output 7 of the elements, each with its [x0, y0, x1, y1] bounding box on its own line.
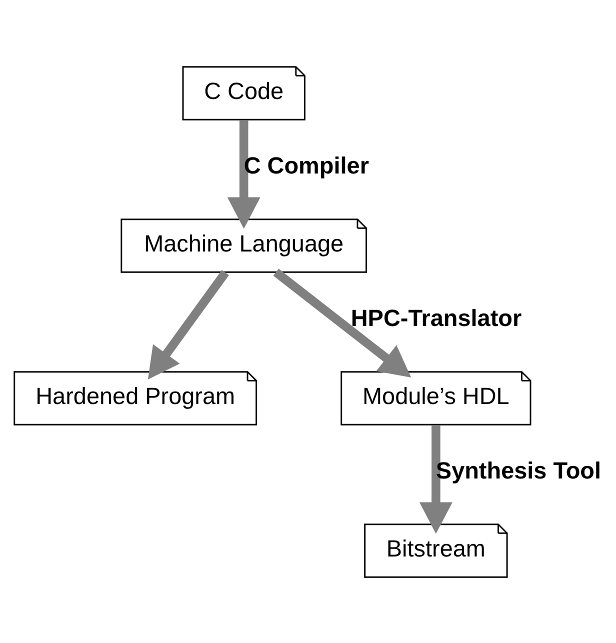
arrow: [419, 424, 452, 534]
arrow: [227, 120, 260, 228]
edge-label: Synthesis Tool: [436, 457, 602, 484]
arrow: [148, 270, 230, 379]
arrow: [273, 268, 412, 377]
edge-label: C Compiler: [244, 152, 369, 178]
edge-label: HPC-Translator: [350, 304, 522, 331]
